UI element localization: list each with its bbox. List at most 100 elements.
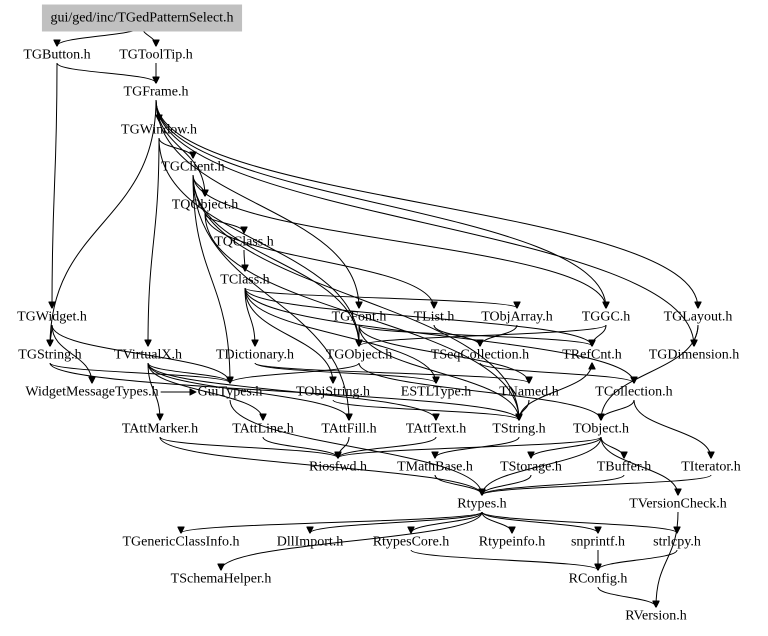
edge-gui-types-to-rtypes: [229, 399, 482, 495]
node-tdictionary[interactable]: TDictionary.h: [216, 348, 294, 363]
edge-tgfont-to-tnamed: [358, 324, 529, 383]
node-label: TGToolTip.h: [119, 48, 193, 63]
node-snprintf[interactable]: snprintf.h: [571, 535, 625, 550]
node-tref-cnt[interactable]: TRefCnt.h: [562, 348, 622, 363]
node-label: TGGC.h: [582, 310, 631, 325]
node-tgobject[interactable]: TGObject.h: [326, 348, 392, 363]
node-label: TObject.h: [573, 422, 629, 437]
node-tschema-helper[interactable]: TSchemaHelper.h: [171, 572, 272, 587]
node-rtypes-core[interactable]: RtypesCore.h: [373, 535, 450, 550]
node-tnamed[interactable]: TNamed.h: [499, 385, 558, 400]
edge-tnamed-to-tstring: [519, 399, 530, 420]
node-tqclass[interactable]: TQClass.h: [214, 235, 274, 250]
node-strlcpy[interactable]: strlcpy.h: [653, 535, 701, 550]
node-tatt-line[interactable]: TAttLine.h: [232, 422, 293, 437]
node-tvirtual-x[interactable]: TVirtualX.h: [114, 348, 182, 363]
node-label: WidgetMessageTypes.h: [25, 385, 158, 400]
edge-tgclient-to-tatt-fill: [192, 174, 349, 420]
edge-tgframe-to-tggc: [155, 99, 606, 308]
node-tseq-collection[interactable]: TSeqCollection.h: [431, 348, 529, 363]
node-tobject[interactable]: TObject.h: [573, 422, 629, 437]
node-tbuffer[interactable]: TBuffer.h: [597, 460, 652, 475]
node-tclass[interactable]: TClass.h: [220, 273, 269, 288]
node-tgbutton[interactable]: TGButton.h: [23, 48, 90, 63]
node-tatt-marker[interactable]: TAttMarker.h: [122, 422, 198, 437]
edge-tobject-to-riosfwd: [338, 436, 602, 458]
edge-tgframe-to-tglayout: [155, 99, 698, 308]
edge-tobj-string-to-tstring: [332, 399, 519, 420]
node-tgeneric-class-info[interactable]: TGenericClassInfo.h: [122, 535, 239, 550]
edge-tgbutton-to-tgframe: [56, 62, 156, 83]
edge-rtypes-core-to-rconfig: [410, 549, 598, 570]
node-label: TList.h: [414, 310, 455, 325]
edge-rtypes-to-rtypeinfo: [481, 511, 512, 533]
node-label: TAttMarker.h: [122, 422, 198, 437]
node-tqobject[interactable]: TQObject.h: [172, 198, 238, 213]
edge-tvirtual-x-to-tatt-marker: [147, 362, 160, 420]
edge-tglayout-to-tobject: [601, 324, 699, 420]
node-rtypeinfo[interactable]: Rtypeinfo.h: [479, 535, 546, 550]
edge-strlcpy-to-rconfig: [598, 549, 678, 570]
node-rversion[interactable]: RVersion.h: [625, 609, 687, 624]
node-label: TSchemaHelper.h: [171, 572, 272, 587]
node-tatt-text[interactable]: TAttText.h: [406, 422, 467, 437]
edge-rtypes-to-rtypes-core: [411, 511, 483, 533]
edge-tgclient-to-gui-types: [192, 174, 230, 383]
edge-tgwindow-to-tvirtual-x: [148, 137, 160, 346]
edge-tobject-to-tversion-check: [600, 436, 678, 495]
node-tobj-string[interactable]: TObjString.h: [296, 385, 370, 400]
node-tgtool-tip[interactable]: TGToolTip.h: [119, 48, 193, 63]
node-tlist[interactable]: TList.h: [414, 310, 455, 325]
node-tggc[interactable]: TGGC.h: [582, 310, 631, 325]
edge-tdictionary-to-tnamed: [254, 362, 529, 383]
node-gui-types[interactable]: GuiTypes.h: [198, 385, 263, 400]
node-tgstring[interactable]: TGString.h: [18, 348, 81, 363]
node-tobj-array[interactable]: TObjArray.h: [481, 310, 553, 325]
edge-tgframe-to-tgfont: [155, 99, 359, 308]
edge-rtypes-to-dll-import: [310, 511, 483, 533]
node-label: TGClient.h: [161, 160, 224, 175]
node-tstring[interactable]: TString.h: [492, 422, 545, 437]
edge-tcollection-to-titerator: [633, 399, 711, 458]
node-titerator[interactable]: TIterator.h: [681, 460, 740, 475]
edge-tstring-to-tref-cnt: [518, 363, 592, 421]
node-label: TVirtualX.h: [114, 348, 182, 363]
node-tgfont[interactable]: TGFont.h: [332, 310, 387, 325]
node-riosfwd[interactable]: Riosfwd.h: [309, 460, 367, 475]
edge-tmath-base-to-rtypes: [434, 474, 482, 495]
node-tgwidget[interactable]: TGWidget.h: [17, 310, 87, 325]
node-tgwindow[interactable]: TGWindow.h: [121, 123, 197, 138]
node-estltype[interactable]: ESTLType.h: [401, 385, 471, 400]
node-label: TGWindow.h: [121, 123, 197, 138]
node-label: TGButton.h: [23, 48, 90, 63]
node-tgclient[interactable]: TGClient.h: [161, 160, 224, 175]
node-tatt-fill[interactable]: TAttFill.h: [321, 422, 376, 437]
edge-tgwidget-to-widget-message-types: [51, 324, 92, 383]
edge-tggc-to-tref-cnt: [592, 324, 607, 346]
node-tgframe[interactable]: TGFrame.h: [124, 85, 189, 100]
node-label: TClass.h: [220, 273, 269, 288]
edge-tqobject-to-tqclass: [204, 212, 244, 233]
edge-tobj-array-to-tseq-collection: [480, 324, 518, 346]
node-rconfig[interactable]: RConfig.h: [569, 572, 628, 587]
node-label: TIterator.h: [681, 460, 740, 475]
edge-tclass-to-tobj-string: [244, 287, 333, 383]
node-label: snprintf.h: [571, 535, 625, 550]
node-label: Riosfwd.h: [309, 460, 367, 475]
node-tglayout[interactable]: TGLayout.h: [664, 310, 733, 325]
edge-tgclient-to-tgobject: [192, 174, 359, 346]
root-node[interactable]: gui/ged/inc/TGedPatternSelect.h: [41, 4, 243, 32]
node-tcollection[interactable]: TCollection.h: [595, 385, 672, 400]
node-widget-message-types[interactable]: WidgetMessageTypes.h: [25, 385, 158, 400]
node-rtypes[interactable]: Rtypes.h: [457, 497, 506, 512]
node-tstorage[interactable]: TStorage.h: [500, 460, 562, 475]
node-tmath-base[interactable]: TMathBase.h: [397, 460, 473, 475]
node-tversion-check[interactable]: TVersionCheck.h: [629, 497, 727, 512]
node-label: TBuffer.h: [597, 460, 652, 475]
node-dll-import[interactable]: DllImport.h: [277, 535, 344, 550]
node-label: TSeqCollection.h: [431, 348, 529, 363]
edge-tclass-to-tobj-array: [244, 287, 517, 308]
node-tgdimension[interactable]: TGDimension.h: [649, 348, 740, 363]
node-label: TQObject.h: [172, 198, 238, 213]
